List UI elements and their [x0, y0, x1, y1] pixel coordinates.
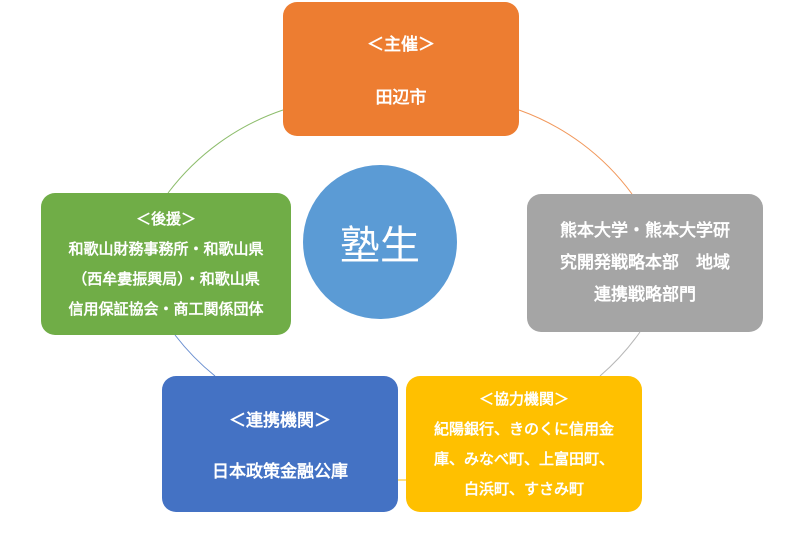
organizer-box: ＜主催＞ 田辺市 [283, 2, 519, 136]
university-line-2: 究開発戦略本部 地域 [560, 253, 730, 273]
organizer-heading: ＜主催＞ [367, 35, 435, 55]
support-line-2: （西牟婁振興局）・和歌山県 [72, 270, 260, 288]
university-line-3: 連携戦略部門 [594, 285, 696, 305]
cooperation-line-3: 白浜町、すさみ町 [463, 480, 584, 498]
support-line-3: 信用保証協会・商工関係団体 [68, 300, 264, 318]
university-box: 熊本大学・熊本大学研 究開発戦略本部 地域 連携戦略部門 [527, 194, 763, 332]
cooperation-line-2: 庫、みなべ町、上富田町、 [433, 450, 614, 468]
center-label: 塾生 [340, 223, 420, 269]
university-line-1: 熊本大学・熊本大学研 [560, 221, 730, 241]
organizer-line: 田辺市 [375, 88, 427, 108]
partner-heading: ＜連携機関＞ [229, 411, 331, 431]
center-circle: 塾生 [303, 165, 457, 319]
partner-line: 日本政策金融公庫 [212, 462, 348, 482]
cooperation-line-1: 紀陽銀行、きのくに信用金 [433, 420, 614, 438]
cooperation-box: ＜協力機関＞ 紀陽銀行、きのくに信用金 庫、みなべ町、上富田町、 白浜町、すさみ… [406, 376, 642, 512]
support-heading: ＜後援＞ [135, 210, 196, 228]
support-line-1: 和歌山財務事務所・和歌山県 [68, 240, 264, 258]
support-box: ＜後援＞ 和歌山財務事務所・和歌山県 （西牟婁振興局）・和歌山県 信用保証協会・… [41, 193, 291, 335]
cooperation-heading: ＜協力機関＞ [478, 390, 569, 408]
partner-box: ＜連携機関＞ 日本政策金融公庫 [162, 376, 398, 512]
